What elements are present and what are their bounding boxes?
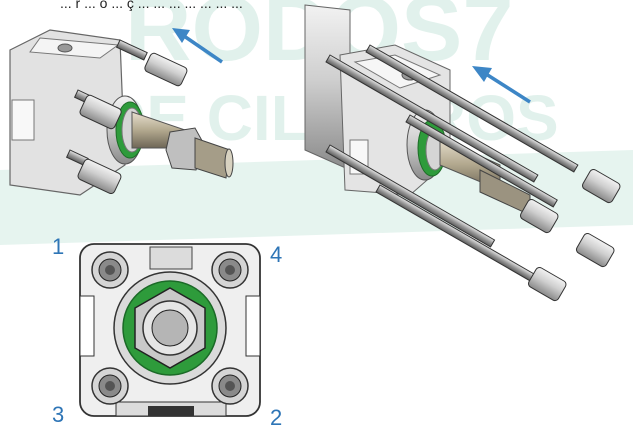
- cylinder-front-view: [79, 243, 261, 417]
- arrow-left: [172, 28, 223, 64]
- caption-top: ... r ... ó ... ç ... ... ... ... ... ..…: [60, 0, 243, 11]
- bolt-hole-3: [91, 367, 129, 405]
- tightening-order-1: 1: [52, 234, 65, 259]
- cylinder-head-left: [9, 29, 234, 196]
- bolt-hole-4: [211, 251, 249, 289]
- arrow-right: [472, 66, 531, 104]
- bolt-hole-2: [211, 367, 249, 405]
- tightening-order-2: 2: [270, 405, 283, 430]
- cylinder-assembly-right: [304, 4, 621, 302]
- tightening-order-3: 3: [52, 402, 65, 427]
- bolt-hole-1: [91, 251, 129, 289]
- tightening-order-4: 4: [270, 242, 283, 267]
